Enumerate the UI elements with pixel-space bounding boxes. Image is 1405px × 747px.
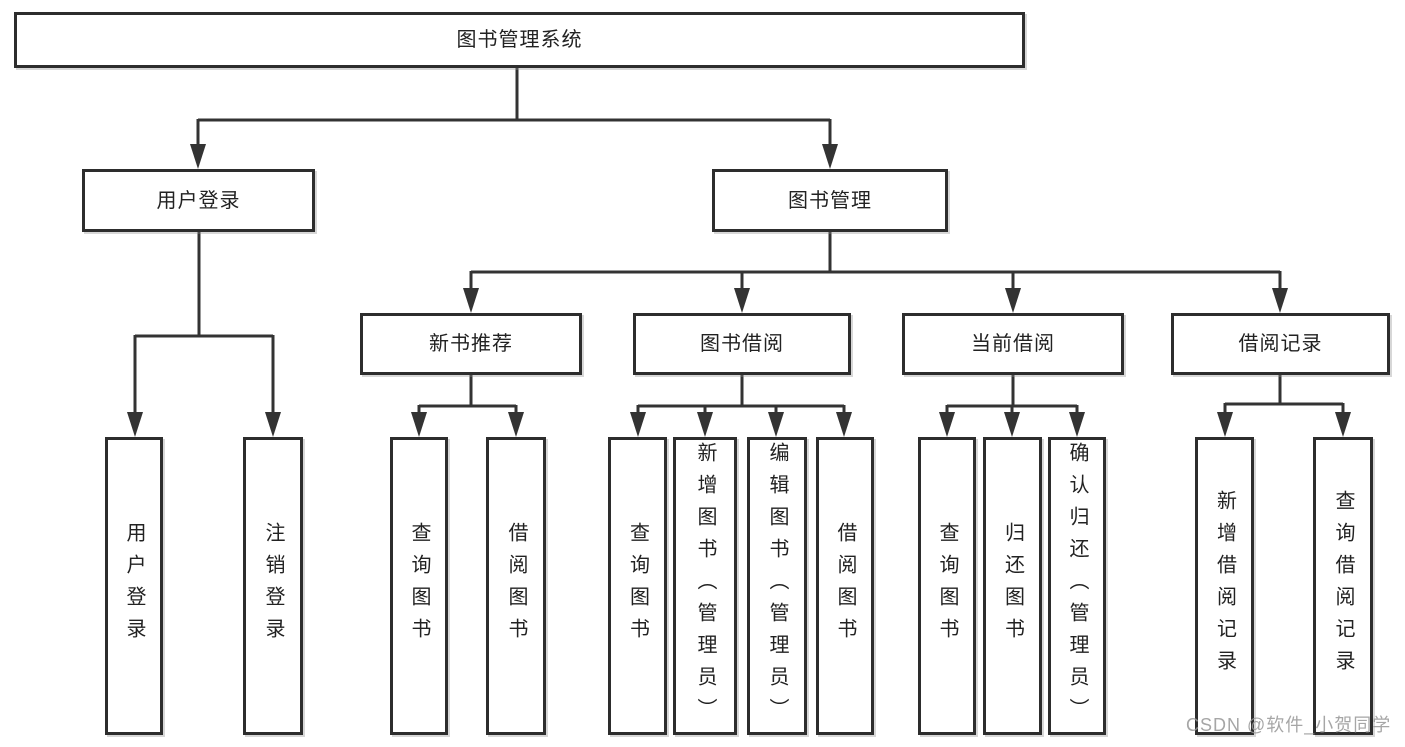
node-user-login-label: 用户登录 — [156, 189, 241, 212]
leaf-return-book: 归还图书 — [983, 437, 1042, 735]
node-book-management: 图书管理 — [712, 169, 948, 232]
leaf-add-book-admin-label: 新增图书（管理员） — [694, 442, 716, 730]
leaf-borrow-book-1: 借阅图书 — [486, 437, 546, 735]
leaf-query-book-1: 查询图书 — [390, 437, 448, 735]
node-root: 图书管理系统 — [14, 12, 1025, 68]
watermark: CSDN @软件_小贺同学 — [1186, 715, 1392, 735]
leaf-return-book-label: 归还图书 — [1001, 522, 1024, 650]
leaf-query-borrow-record: 查询借阅记录 — [1313, 437, 1373, 735]
leaf-query-borrow-record-label: 查询借阅记录 — [1332, 490, 1354, 682]
leaf-query-book-2: 查询图书 — [608, 437, 667, 735]
node-current-borrow-label: 当前借阅 — [971, 333, 1055, 355]
leaf-query-book-3-label: 查询图书 — [936, 522, 958, 650]
node-borrow-records: 借阅记录 — [1171, 313, 1390, 375]
leaf-logout: 注销登录 — [243, 437, 303, 735]
leaf-query-book-3: 查询图书 — [918, 437, 976, 735]
leaf-query-book-1-label: 查询图书 — [408, 522, 430, 650]
leaf-add-borrow-record-label: 新增借阅记录 — [1213, 490, 1236, 682]
leaf-logout-label: 注销登录 — [262, 522, 284, 650]
leaf-user-login: 用户登录 — [105, 437, 163, 735]
leaf-borrow-book-1-label: 借阅图书 — [505, 522, 527, 650]
leaf-borrow-book-2: 借阅图书 — [816, 437, 874, 735]
leaf-add-borrow-record: 新增借阅记录 — [1195, 437, 1254, 735]
node-book-management-label: 图书管理 — [788, 189, 872, 212]
node-current-borrow: 当前借阅 — [902, 313, 1124, 375]
leaf-borrow-book-2-label: 借阅图书 — [834, 522, 856, 650]
node-new-book-recommend-label: 新书推荐 — [429, 333, 513, 355]
node-borrow-records-label: 借阅记录 — [1238, 333, 1323, 355]
leaf-confirm-return-admin-label: 确认归还（管理员） — [1066, 442, 1088, 730]
node-root-label: 图书管理系统 — [456, 29, 583, 51]
leaf-query-book-2-label: 查询图书 — [626, 522, 649, 650]
node-new-book-recommend: 新书推荐 — [360, 313, 582, 375]
leaf-edit-book-admin: 编辑图书（管理员） — [747, 437, 807, 735]
node-book-borrow-label: 图书借阅 — [700, 333, 784, 355]
node-user-login: 用户登录 — [82, 169, 315, 232]
leaf-add-book-admin: 新增图书（管理员） — [673, 437, 737, 735]
leaf-confirm-return-admin: 确认归还（管理员） — [1048, 437, 1106, 735]
leaf-edit-book-admin-label: 编辑图书（管理员） — [766, 442, 788, 730]
arrowheads — [127, 144, 1351, 437]
leaf-user-login-label: 用户登录 — [123, 522, 145, 650]
node-book-borrow: 图书借阅 — [633, 313, 851, 375]
